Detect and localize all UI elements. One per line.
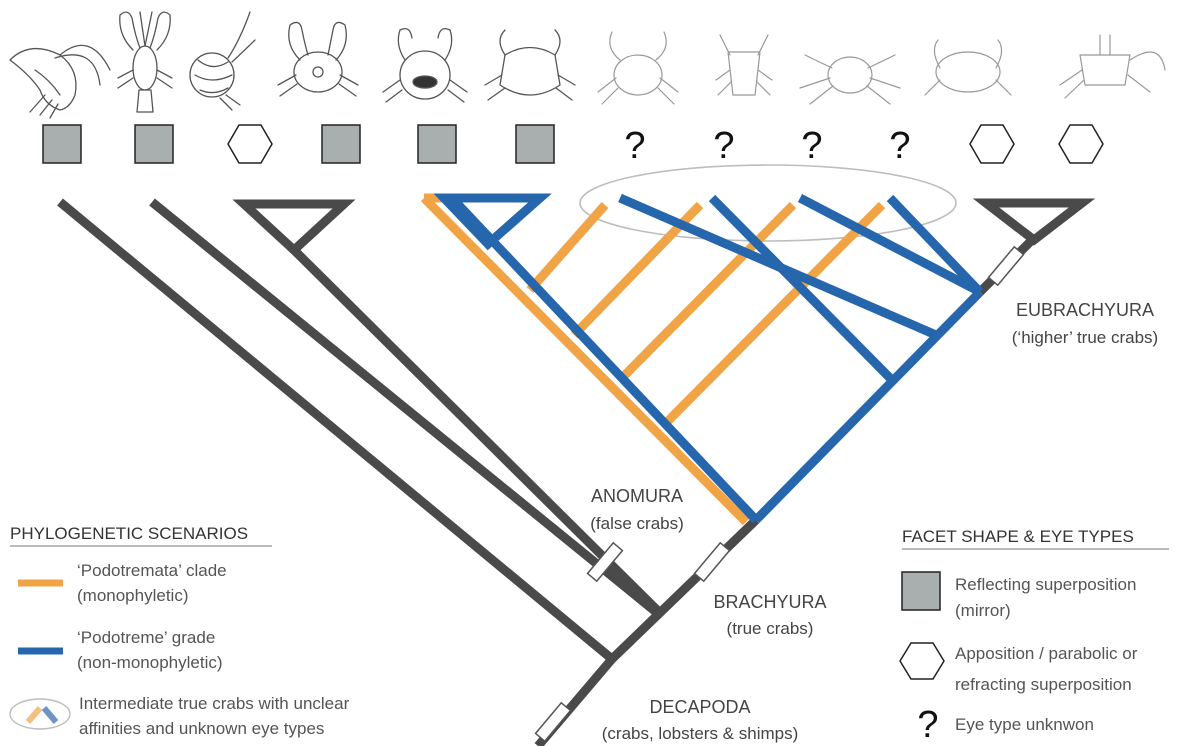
- blue-branch-4: [886, 194, 984, 296]
- eubrachyura-subtitle: (‘higher’ true crabs): [1012, 328, 1158, 347]
- blue-branch-3: [797, 194, 983, 296]
- legend-right-heading: FACET SHAPE & EYE TYPES: [902, 527, 1134, 546]
- legend-hexagon-line2: refracting superposition: [955, 675, 1132, 694]
- anomura-title: ANOMURA: [591, 486, 683, 506]
- eye-square-icon: [134, 124, 174, 164]
- eubrachyura-title: EUBRACHYURA: [1016, 300, 1154, 320]
- legend-orange-line1: ‘Podotremata’ clade: [77, 561, 227, 580]
- intermediate-crab-4-drawing: [924, 39, 1012, 96]
- decapoda-subtitle: (crabs, lobsters & shimps): [602, 724, 799, 743]
- blue-branch-5: [752, 288, 984, 524]
- brachyura-subtitle: (true crabs): [727, 619, 814, 638]
- legend-question-icon: ?: [917, 704, 938, 746]
- legend-square-icon: [901, 571, 941, 611]
- intermediate-crab-3-drawing: [799, 54, 901, 105]
- brachyura-node-tick: [693, 541, 731, 583]
- legend-blue-line1: ‘Podotreme’ grade: [77, 628, 215, 647]
- eye-question-icon: ?: [889, 125, 910, 167]
- legend-blue-line2: (non-monophyletic): [77, 653, 223, 672]
- orange-branch-4: [661, 201, 886, 428]
- hermit-crab-drawing: [189, 11, 256, 111]
- decapoda-title: DECAPODA: [649, 697, 750, 717]
- anomura-node-tick: [586, 541, 624, 583]
- fiddler-crab-drawing: [1059, 34, 1166, 99]
- eye-hexagon-icon: [227, 124, 273, 164]
- lobster-drawing: [117, 11, 173, 113]
- legend-hexagon-line1: Apposition / parabolic or: [955, 644, 1138, 663]
- branch-shrimp: [57, 198, 615, 663]
- anomura-subtitle: (false crabs): [590, 514, 684, 533]
- eye-square-icon: [321, 124, 361, 164]
- decapoda-node-tick: [534, 701, 572, 743]
- eye-square-icon: [417, 124, 457, 164]
- orange-branch-main: [420, 194, 750, 526]
- branch-lobster: [149, 198, 659, 616]
- eye-question-icon: ?: [801, 125, 822, 167]
- shrimp-drawing: [9, 44, 111, 119]
- eye-question-icon: ?: [624, 125, 645, 167]
- squat-crab-drawing: [277, 21, 359, 97]
- legend-hexagon-icon: [899, 642, 945, 680]
- intermediate-crab-2-drawing: [715, 34, 773, 96]
- branch-anomura: [288, 244, 666, 619]
- eubrachyura-clade-triangle: [972, 198, 1096, 246]
- eye-square-icon: [42, 124, 82, 164]
- raninid-crab-drawing: [484, 29, 576, 101]
- brachyura-title: BRACHYURA: [713, 592, 826, 612]
- legend-orange-line2: (monophyletic): [77, 586, 189, 605]
- legend-left-heading: PHYLOGENETIC SCENARIOS: [10, 524, 248, 543]
- eye-question-icon: ?: [713, 125, 734, 167]
- legend-intermediate-swatch: [9, 698, 71, 730]
- eye-hexagon-icon: [969, 124, 1015, 164]
- blue-clade-triangle: [433, 193, 552, 251]
- eye-square-icon: [515, 124, 555, 164]
- branch-brachyura-stem: [608, 516, 760, 663]
- legend-intermediate-line1: Intermediate true crabs with unclear: [79, 694, 350, 713]
- legend-square-line1: Reflecting superposition: [955, 575, 1136, 594]
- anomura-clade-triangle: [232, 199, 356, 257]
- legend-square-line2: (mirror): [955, 601, 1011, 620]
- blue-branch-2: [708, 194, 896, 384]
- intermediate-crab-1-drawing: [597, 31, 679, 105]
- orange-branch-1: [526, 202, 609, 293]
- eye-hexagon-icon: [1058, 124, 1104, 164]
- intermediate-taxa-ellipse: [579, 164, 957, 242]
- legend-question-line1: Eye type unknwon: [955, 715, 1094, 734]
- eubrachyura-node-tick: [987, 245, 1025, 287]
- dromiid-crab-drawing: [382, 27, 468, 103]
- legend-intermediate-line2: affinities and unknown eye types: [79, 719, 324, 738]
- orange-branch-3: [616, 201, 797, 384]
- blue-branch-main: [448, 194, 760, 524]
- legend-eye-types: FACET SHAPE & EYE TYPES Reflecting super…: [899, 527, 1169, 746]
- legend-phylogenetic-scenarios: PHYLOGENETIC SCENARIOS ‘Podotremata’ cla…: [9, 524, 350, 738]
